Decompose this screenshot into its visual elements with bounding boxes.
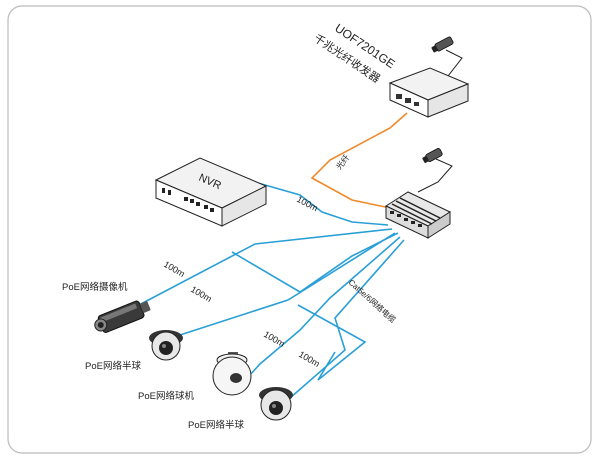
nvr-cable [257,182,389,226]
camera-icon [422,148,443,163]
dome-camera-label: PoE网络半球 [85,360,141,372]
ptz-camera-icon [212,352,252,396]
cable-bundle-line [231,232,399,293]
dome-cable [179,232,396,336]
dome-camera-icon [149,330,183,361]
bullet-camera-icon [94,300,151,333]
bullet-cable [136,228,393,307]
ptz-camera-label: PoE网络球机 [138,390,194,402]
nvr-icon [154,157,268,227]
dome-camera-icon [259,387,293,421]
bullet-camera-label: PoE网络摄像机 [62,281,128,293]
cables [136,182,405,399]
dome2-cable [289,239,405,399]
dome2-camera-label: PoE网络半球 [188,419,244,431]
camera-icon [431,36,454,53]
switch-icon [384,191,452,239]
camera-cable-mid [417,158,453,193]
cable-bundle-line [297,304,367,381]
fiber-cable [310,112,408,209]
diagram-frame [7,5,592,454]
ptz-cable [247,236,401,378]
transceiver-icon [388,67,470,118]
